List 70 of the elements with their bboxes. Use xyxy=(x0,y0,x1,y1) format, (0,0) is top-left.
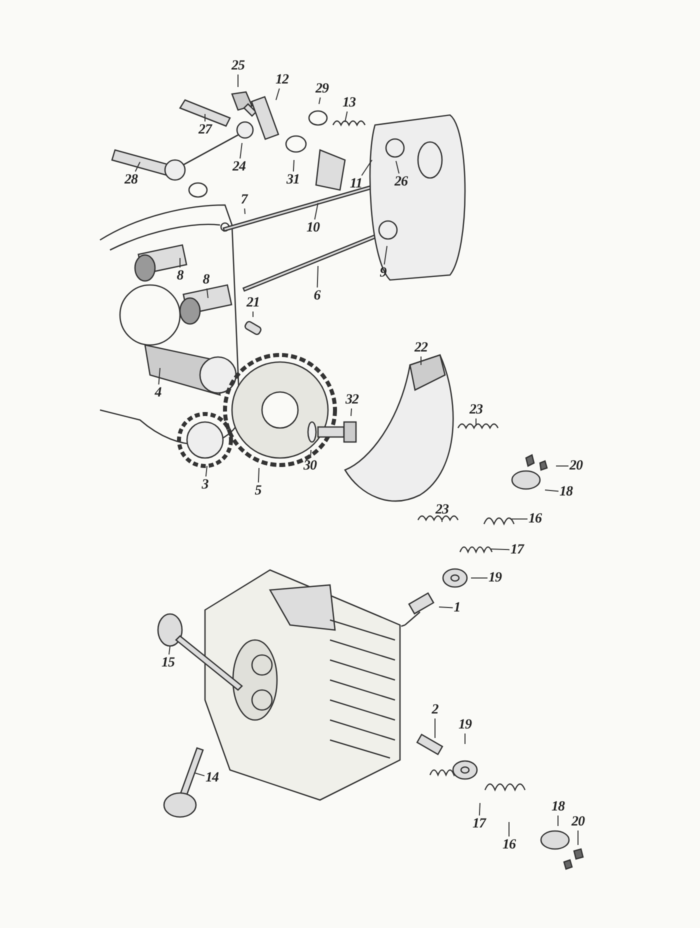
leader-line xyxy=(464,733,466,744)
leader-line xyxy=(310,450,312,458)
callout-number: 18 xyxy=(560,484,572,500)
callout-number: 23 xyxy=(436,502,448,518)
leader-line xyxy=(134,162,140,172)
leader-line xyxy=(240,142,242,159)
callout-number: 24 xyxy=(232,160,246,174)
callout-number: 30 xyxy=(304,458,316,474)
callout-number: 8 xyxy=(176,268,184,284)
leader-line xyxy=(206,288,208,298)
callout-number: 14 xyxy=(206,770,218,786)
leader-line xyxy=(276,88,280,100)
leader-line xyxy=(244,208,246,214)
leader-line xyxy=(318,97,321,104)
callout-number: 21 xyxy=(246,296,260,310)
leader-line xyxy=(204,114,206,122)
leader-line xyxy=(314,202,318,220)
callout-number: 19 xyxy=(458,718,472,732)
callout-number: 15 xyxy=(162,656,174,670)
callout-number: 27 xyxy=(198,122,212,138)
leader-line xyxy=(316,266,318,288)
leader-line xyxy=(168,646,170,655)
callout-number: 2 xyxy=(432,702,438,718)
leader-line xyxy=(434,718,436,738)
callout-number: 17 xyxy=(510,542,524,558)
leader-line xyxy=(544,490,559,492)
leader-line xyxy=(258,468,260,483)
leader-line xyxy=(490,548,510,550)
callout-number: 18 xyxy=(552,800,564,814)
callout-number: 31 xyxy=(286,172,300,188)
callout-number: 4 xyxy=(154,386,162,400)
callout-number: 26 xyxy=(394,174,408,190)
leader-line xyxy=(292,160,294,172)
leader-line xyxy=(508,822,510,837)
callout-number: 16 xyxy=(528,512,542,526)
callout-number: 20 xyxy=(572,814,584,830)
leader-line xyxy=(396,160,400,174)
leader-line xyxy=(510,518,528,520)
leader-line xyxy=(194,772,205,776)
callout-number: 22 xyxy=(414,340,428,356)
leader-line xyxy=(438,606,454,608)
leader-line xyxy=(158,368,160,385)
leader-line xyxy=(350,408,352,416)
callout-number: 16 xyxy=(502,838,516,852)
leader-line xyxy=(478,802,480,816)
callout-number: 7 xyxy=(240,192,248,208)
callout-number: 3 xyxy=(202,478,208,492)
leader-line xyxy=(384,246,388,265)
callout-number: 17 xyxy=(472,816,486,832)
callout-number: 28 xyxy=(124,172,138,188)
leader-line xyxy=(205,466,208,477)
callout-number: 6 xyxy=(314,288,320,304)
callout-number: 19 xyxy=(488,570,502,586)
leader-line xyxy=(420,356,422,366)
callout-number: 11 xyxy=(350,176,362,192)
callout-number: 12 xyxy=(276,72,288,88)
leader-line xyxy=(344,111,348,122)
callout-number: 29 xyxy=(316,82,328,96)
leader-line xyxy=(361,160,372,176)
callout-number: 32 xyxy=(346,392,358,408)
leader-line xyxy=(252,311,254,318)
callout-number: 5 xyxy=(254,484,262,498)
callout-number: 1 xyxy=(454,600,460,616)
callout-number: 9 xyxy=(380,266,386,280)
callout-number: 13 xyxy=(342,96,356,110)
callout-number: 8 xyxy=(202,272,210,288)
callout-number: 25 xyxy=(232,58,244,74)
callout-number: 10 xyxy=(306,220,320,236)
callout-number: 20 xyxy=(570,458,582,474)
callout-number: 23 xyxy=(470,402,482,418)
